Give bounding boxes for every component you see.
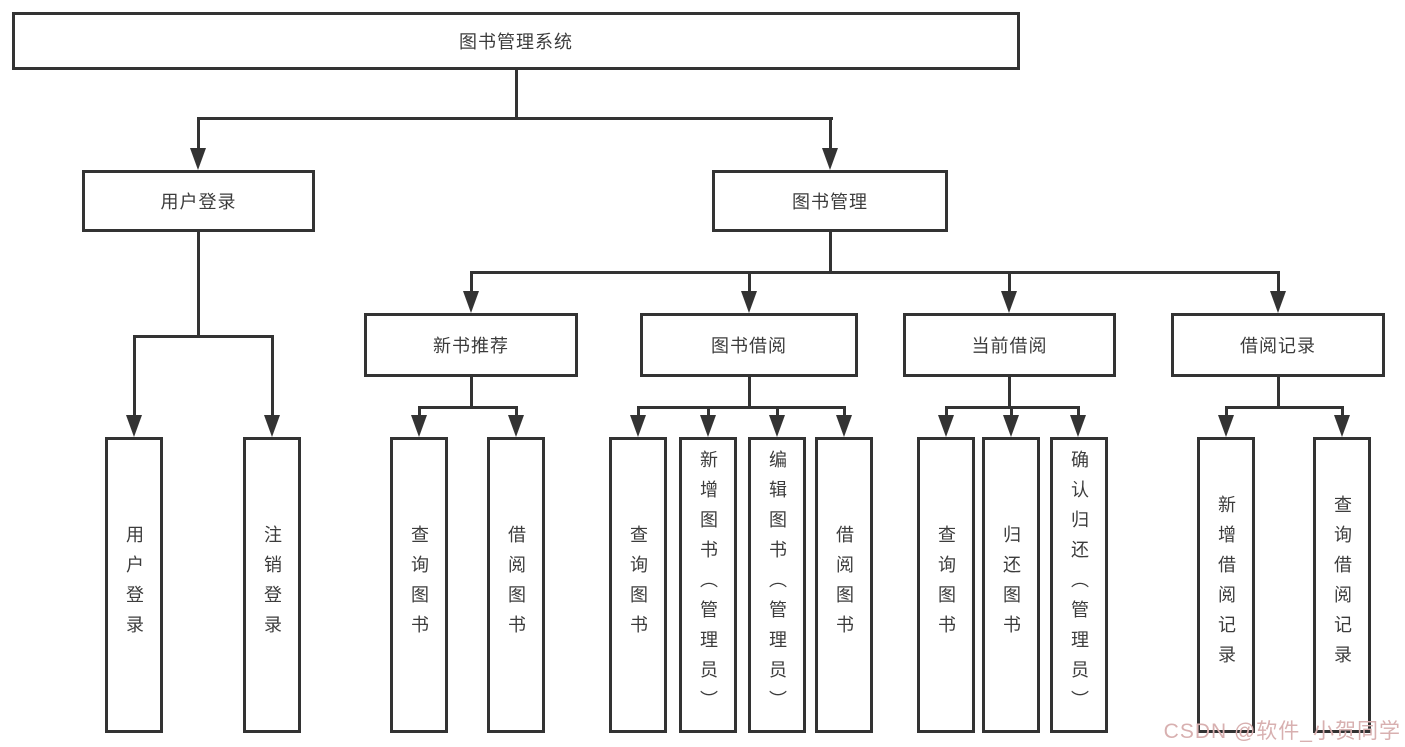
connector-drop-user-login <box>197 117 200 150</box>
connector-drop-cur-return <box>1010 406 1013 416</box>
connector-borrow-records-stem <box>1277 377 1280 406</box>
connector-borrow-records-bar <box>1225 406 1343 409</box>
connector-book-borrow-bar <box>637 406 845 409</box>
connector-book-mgmt-bar <box>470 271 1279 274</box>
node-root-label: 图书管理系统 <box>459 32 573 52</box>
connector-book-borrow-stem <box>748 377 751 406</box>
connector-root-stem <box>515 70 518 117</box>
arrow-down-icon <box>769 415 785 437</box>
node-borrow-records: 借阅记录 <box>1171 313 1385 377</box>
node-user-login-label: 用户登录 <box>160 192 237 212</box>
leaf-bor-query: 查询图书 <box>609 437 667 733</box>
connector-drop-bor-query <box>637 406 640 416</box>
arrow-down-icon <box>264 415 280 437</box>
connector-drop-rec-query <box>418 406 421 416</box>
node-new-book-rec: 新书推荐 <box>364 313 578 377</box>
leaf-rec2-query-label: 查询借阅记录 <box>1332 495 1352 675</box>
leaf-cur-confirm: 确认归还（管理员） <box>1050 437 1108 733</box>
connector-drop-borrow-records <box>1277 271 1280 292</box>
connector-drop-current-borrow <box>1008 271 1011 292</box>
node-user-login: 用户登录 <box>82 170 315 232</box>
leaf-cur-confirm-label: 确认归还（管理员） <box>1069 450 1089 720</box>
connector-drop-login-user <box>133 335 136 416</box>
connector-root-bar <box>197 117 833 120</box>
arrow-down-icon <box>836 415 852 437</box>
leaf-login-logout: 注销登录 <box>243 437 301 733</box>
node-current-borrow: 当前借阅 <box>903 313 1116 377</box>
leaf-bor-add-label: 新增图书（管理员） <box>698 450 718 720</box>
node-book-borrow-label: 图书借阅 <box>711 336 787 356</box>
connector-drop-bor-edit <box>776 406 779 416</box>
leaf-rec2-query: 查询借阅记录 <box>1313 437 1371 733</box>
connector-drop-rec2-add <box>1225 406 1228 416</box>
node-book-mgmt-label: 图书管理 <box>792 192 868 212</box>
connector-drop-cur-confirm <box>1077 406 1080 416</box>
connector-drop-book-borrow <box>748 271 751 292</box>
leaf-rec-query-label: 查询图书 <box>409 525 429 645</box>
leaf-cur-query: 查询图书 <box>917 437 975 733</box>
connector-current-borrow-stem <box>1008 377 1011 406</box>
node-current-borrow-label: 当前借阅 <box>971 336 1048 356</box>
connector-book-mgmt-stem <box>829 232 832 271</box>
connector-drop-bor-borrow <box>843 406 846 416</box>
leaf-rec-borrow-label: 借阅图书 <box>506 525 526 645</box>
connector-drop-book-mgmt <box>829 117 832 150</box>
arrow-down-icon <box>1218 415 1234 437</box>
csdn-watermark: CSDN @软件_小贺同学 <box>1163 720 1401 743</box>
arrow-down-icon <box>700 415 716 437</box>
connector-drop-rec2-query <box>1341 406 1344 416</box>
connector-drop-new-book-rec <box>470 271 473 292</box>
arrow-down-icon <box>741 291 757 313</box>
node-book-borrow: 图书借阅 <box>640 313 858 377</box>
leaf-login-logout-label: 注销登录 <box>262 525 282 645</box>
arrow-down-icon <box>822 148 838 170</box>
leaf-cur-return: 归还图书 <box>982 437 1040 733</box>
leaf-cur-return-label: 归还图书 <box>1001 525 1021 645</box>
arrow-down-icon <box>463 291 479 313</box>
arrow-down-icon <box>1270 291 1286 313</box>
connector-new-book-rec-stem <box>470 377 473 406</box>
connector-drop-bor-add <box>707 406 710 416</box>
leaf-cur-query-label: 查询图书 <box>936 525 956 645</box>
leaf-login-user-label: 用户登录 <box>124 525 144 645</box>
arrow-down-icon <box>508 415 524 437</box>
arrow-down-icon <box>1334 415 1350 437</box>
connector-user-login-bar <box>133 335 274 338</box>
arrow-down-icon <box>1070 415 1086 437</box>
leaf-bor-edit-label: 编辑图书（管理员） <box>767 450 787 720</box>
leaf-bor-add: 新增图书（管理员） <box>679 437 737 733</box>
node-book-mgmt: 图书管理 <box>712 170 948 232</box>
arrow-down-icon <box>1003 415 1019 437</box>
leaf-login-user: 用户登录 <box>105 437 163 733</box>
arrow-down-icon <box>126 415 142 437</box>
leaf-rec2-add: 新增借阅记录 <box>1197 437 1255 733</box>
arrow-down-icon <box>190 148 206 170</box>
node-borrow-records-label: 借阅记录 <box>1240 336 1316 356</box>
connector-drop-rec-borrow <box>515 406 518 416</box>
leaf-bor-borrow: 借阅图书 <box>815 437 873 733</box>
leaf-rec-borrow: 借阅图书 <box>487 437 545 733</box>
connector-drop-cur-query <box>945 406 948 416</box>
leaf-bor-edit: 编辑图书（管理员） <box>748 437 806 733</box>
leaf-rec-query: 查询图书 <box>390 437 448 733</box>
leaf-rec2-add-label: 新增借阅记录 <box>1216 495 1236 675</box>
node-new-book-rec-label: 新书推荐 <box>433 336 509 356</box>
connector-user-login-stem <box>197 232 200 335</box>
arrow-down-icon <box>1001 291 1017 313</box>
arrow-down-icon <box>938 415 954 437</box>
connector-new-book-rec-bar <box>418 406 517 409</box>
leaf-bor-query-label: 查询图书 <box>628 525 648 645</box>
leaf-bor-borrow-label: 借阅图书 <box>834 525 854 645</box>
arrow-down-icon <box>630 415 646 437</box>
connector-drop-login-logout <box>271 335 274 416</box>
arrow-down-icon <box>411 415 427 437</box>
node-root: 图书管理系统 <box>12 12 1020 70</box>
